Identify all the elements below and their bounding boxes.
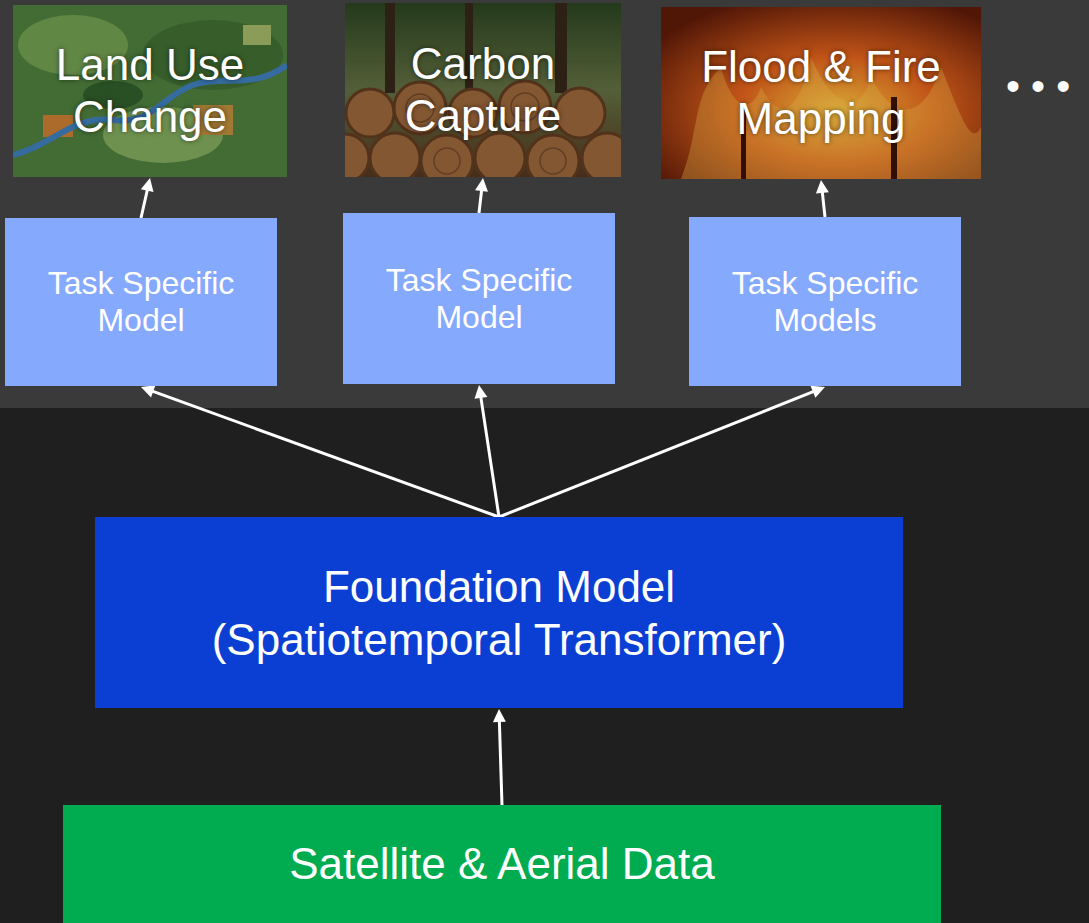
connector-line — [822, 192, 825, 217]
node-text: Task Specific Model — [351, 262, 607, 336]
node-text: Satellite & Aerial Data — [289, 838, 715, 890]
connector-arrow — [499, 386, 825, 517]
connector-arrow — [475, 178, 488, 213]
connector-arrow — [816, 180, 829, 217]
arrow-head — [141, 178, 154, 192]
node-text: (Spatiotemporal Transformer) — [212, 613, 787, 666]
connector-line — [152, 391, 499, 517]
task-box: Task Specific Models — [689, 217, 961, 386]
data-box: Satellite & Aerial Data — [63, 805, 941, 923]
node-text: Land Use Change — [21, 39, 279, 143]
arrow-head — [816, 180, 829, 194]
node-text: Task Specific Model — [13, 265, 269, 339]
arrow-head — [475, 385, 488, 399]
foundation-box: Foundation Model(Spatiotemporal Transfor… — [95, 517, 903, 708]
land-map-image — [13, 5, 287, 177]
image-tile: Flood & Fire Mapping — [661, 7, 981, 179]
arrow-head — [141, 385, 155, 397]
task-box: Task Specific Model — [343, 213, 615, 384]
connector-line — [499, 721, 502, 805]
connector-line — [499, 391, 814, 517]
image-tile: Land Use Change — [13, 5, 287, 177]
connector-line — [481, 397, 499, 517]
connector-arrow — [141, 385, 499, 517]
image-tile: Carbon Capture — [345, 3, 621, 177]
task-box: Task Specific Model — [5, 218, 277, 386]
node-text: Carbon Capture — [353, 38, 613, 142]
arrow-head — [811, 386, 825, 398]
connector-arrow — [475, 385, 499, 517]
connector-line — [479, 190, 482, 213]
node-text: Foundation Model — [323, 560, 675, 613]
connector-line — [141, 190, 147, 218]
logs-image — [345, 3, 621, 177]
ellipsis-label: • • • — [1006, 62, 1070, 110]
node-text: Task Specific Models — [697, 265, 953, 339]
connector-arrow — [493, 709, 506, 805]
fire-image — [661, 7, 981, 179]
arrow-head — [475, 178, 488, 192]
arrow-head — [493, 709, 506, 722]
node-text: Flood & Fire Mapping — [669, 41, 973, 145]
connector-arrow — [141, 178, 154, 218]
